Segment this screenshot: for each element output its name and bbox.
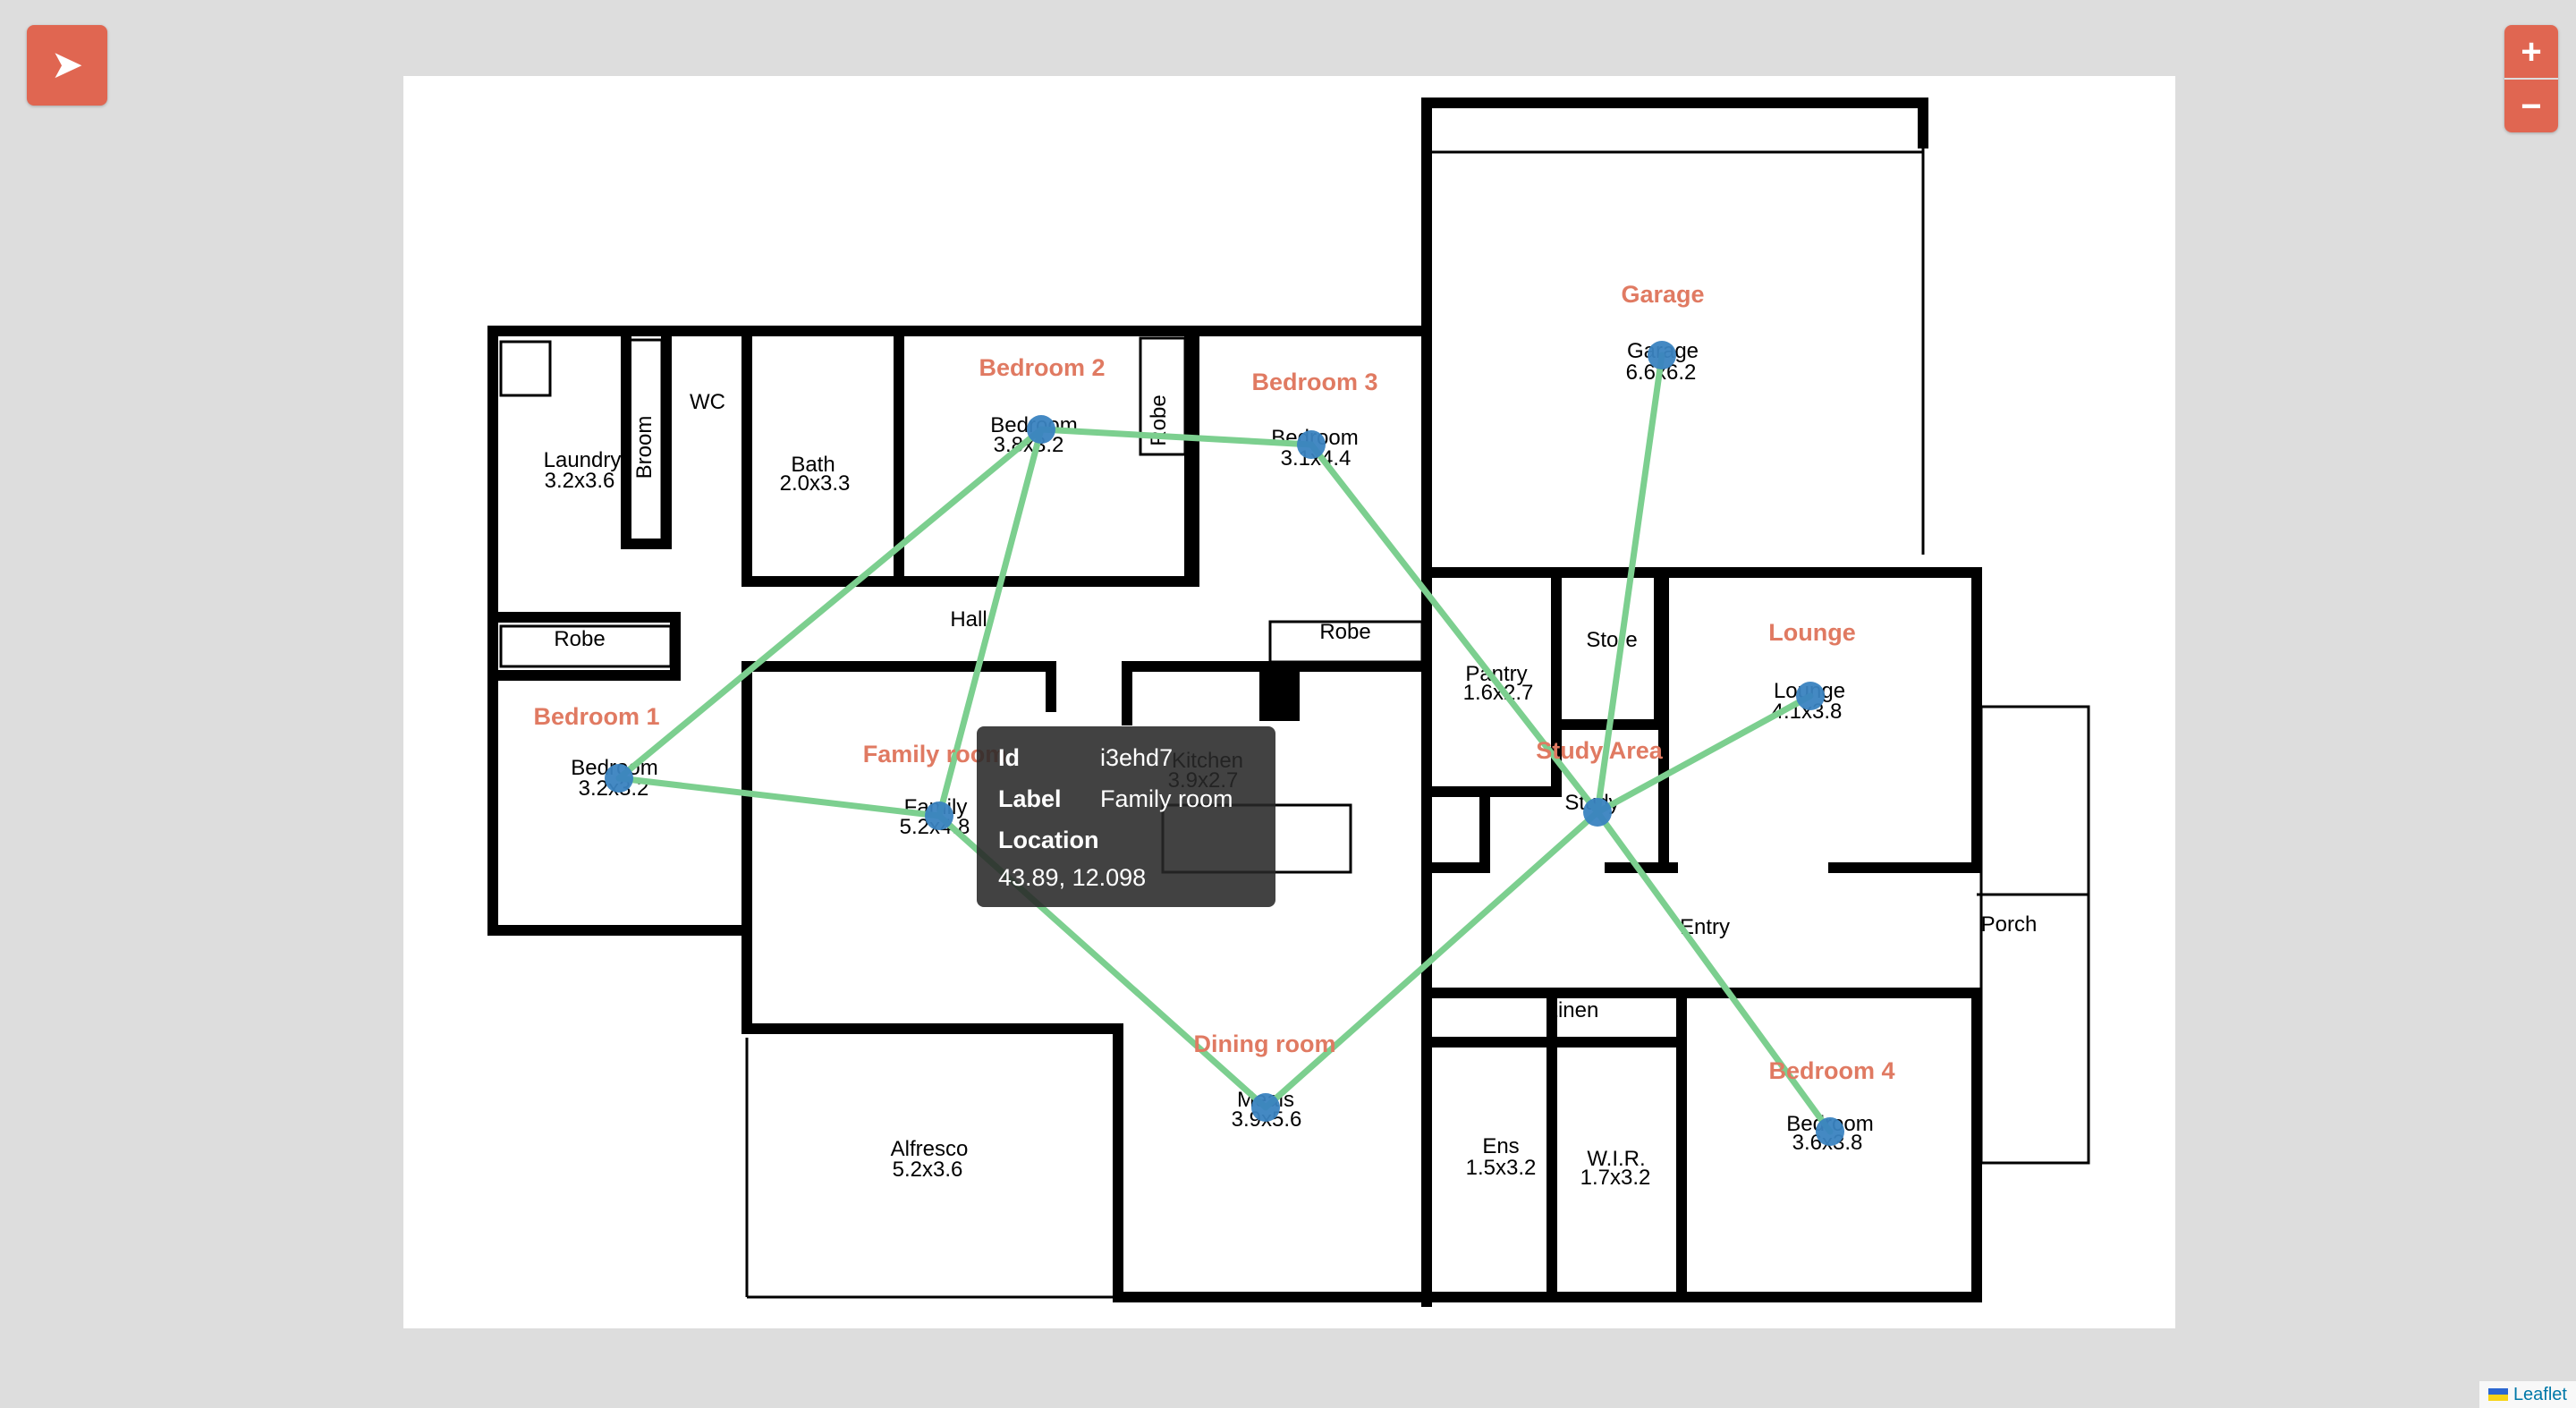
tooltip-id-key: Id bbox=[998, 744, 1020, 771]
node-marker-garage[interactable] bbox=[1648, 341, 1676, 369]
wall bbox=[741, 661, 1056, 712]
route-edge-bedroom1-bedroom2 bbox=[615, 426, 1045, 782]
route-edge-bedroom2-family bbox=[936, 426, 1045, 819]
plan-label-wc: WC bbox=[690, 390, 725, 414]
tooltip-id-value: i3ehd7 bbox=[1100, 744, 1174, 771]
fixture bbox=[499, 624, 673, 668]
tooltip-label-value: Family room bbox=[1100, 785, 1233, 812]
wall bbox=[487, 612, 681, 681]
room-label-bedroom1: Bedroom 1 bbox=[533, 703, 659, 730]
wall bbox=[1426, 786, 1490, 873]
plan-label-store: Store bbox=[1586, 628, 1637, 652]
plan-label-laundry-dim: 3.2x3.6 bbox=[545, 469, 615, 493]
room-label-dining: Dining room bbox=[1194, 1031, 1336, 1057]
zoom-control: + − bbox=[2504, 25, 2558, 132]
plan-label-alfresco: Alfresco bbox=[891, 1137, 969, 1161]
route-edge-dining-study bbox=[1262, 809, 1601, 1111]
room-label-bedroom2: Bedroom 2 bbox=[979, 354, 1105, 381]
plan-label-wir-dim: 1.7x3.2 bbox=[1580, 1166, 1651, 1190]
wall bbox=[1426, 567, 1982, 873]
plan-label-ens: Ens bbox=[1482, 1134, 1519, 1158]
wall bbox=[487, 326, 748, 936]
node-marker-lounge[interactable] bbox=[1796, 682, 1825, 710]
node-marker-family[interactable] bbox=[925, 802, 953, 830]
plan-label-hall: Hall bbox=[950, 607, 987, 632]
plan-label-laundry: Laundry bbox=[544, 448, 622, 472]
tooltip-label-key: Label bbox=[998, 785, 1062, 812]
wall bbox=[1421, 988, 1982, 1302]
route-edge-bedroom2-bedroom3 bbox=[1038, 426, 1315, 448]
fixture bbox=[624, 338, 664, 543]
node-marker-bedroom2[interactable] bbox=[1027, 415, 1055, 444]
plan-label-ens-dim: 1.5x3.2 bbox=[1466, 1156, 1537, 1180]
route-edge-lounge-study bbox=[1594, 692, 1814, 816]
fixture bbox=[1268, 620, 1424, 664]
room-label-bedroom4: Bedroom 4 bbox=[1768, 1057, 1894, 1084]
route-edge-bedroom3-study bbox=[1308, 441, 1601, 816]
plan-label-wir: W.I.R. bbox=[1587, 1147, 1645, 1171]
node-marker-study[interactable] bbox=[1583, 798, 1612, 827]
room-label-lounge: Lounge bbox=[1768, 619, 1855, 646]
route-edge-garage-study bbox=[1594, 352, 1665, 816]
wall bbox=[741, 326, 904, 587]
floor-plan-drawing bbox=[487, 98, 2090, 1307]
zoom-in-button[interactable]: + bbox=[2504, 25, 2558, 78]
column bbox=[1259, 669, 1300, 721]
leaflet-link[interactable]: Leaflet bbox=[2512, 1384, 2567, 1404]
room-label-study: Study Area bbox=[1536, 737, 1664, 764]
plan-label-linen: Linen bbox=[1546, 998, 1599, 1022]
plan-label-alfresco-dim: 5.2x3.6 bbox=[893, 1158, 963, 1182]
room-label-garage: Garage bbox=[1621, 281, 1704, 308]
tooltip-location-key: Location bbox=[998, 827, 1099, 853]
route-edge-bedroom1-family bbox=[615, 775, 943, 819]
ukraine-flag-icon bbox=[2487, 1388, 2508, 1401]
tooltip-location-value: 43.89, 12.098 bbox=[998, 864, 1147, 891]
room-label-bedroom3: Bedroom 3 bbox=[1251, 369, 1377, 395]
node-marker-bedroom4[interactable] bbox=[1816, 1117, 1844, 1146]
plan-label-bath-dim: 2.0x3.3 bbox=[780, 471, 851, 496]
plan-label-robe-1: Robe bbox=[554, 627, 605, 651]
wall bbox=[1421, 98, 1928, 148]
wall bbox=[741, 661, 1432, 1302]
send-button[interactable]: ➤ bbox=[27, 25, 107, 106]
node-tooltip: Id i3ehd7 Label Family room Location 43.… bbox=[977, 726, 1275, 907]
node-marker-bedroom1[interactable] bbox=[605, 764, 633, 793]
attribution: Leaflet bbox=[2479, 1381, 2576, 1408]
fixture bbox=[499, 340, 552, 397]
plan-label-bath: Bath bbox=[791, 453, 835, 477]
plan-label-broom: Broom bbox=[632, 416, 657, 479]
zoom-out-button[interactable]: − bbox=[2504, 80, 2558, 132]
floor-plan-image bbox=[403, 76, 2175, 1328]
fixture bbox=[1139, 336, 1187, 456]
route-edge-study-bedroom4 bbox=[1594, 809, 1834, 1135]
node-marker-bedroom3[interactable] bbox=[1297, 430, 1326, 459]
plan-label-porch: Porch bbox=[1981, 912, 2038, 937]
send-icon: ➤ bbox=[50, 43, 84, 87]
plan-label-robe-3: Robe bbox=[1319, 620, 1370, 644]
node-marker-dining[interactable] bbox=[1251, 1093, 1280, 1122]
